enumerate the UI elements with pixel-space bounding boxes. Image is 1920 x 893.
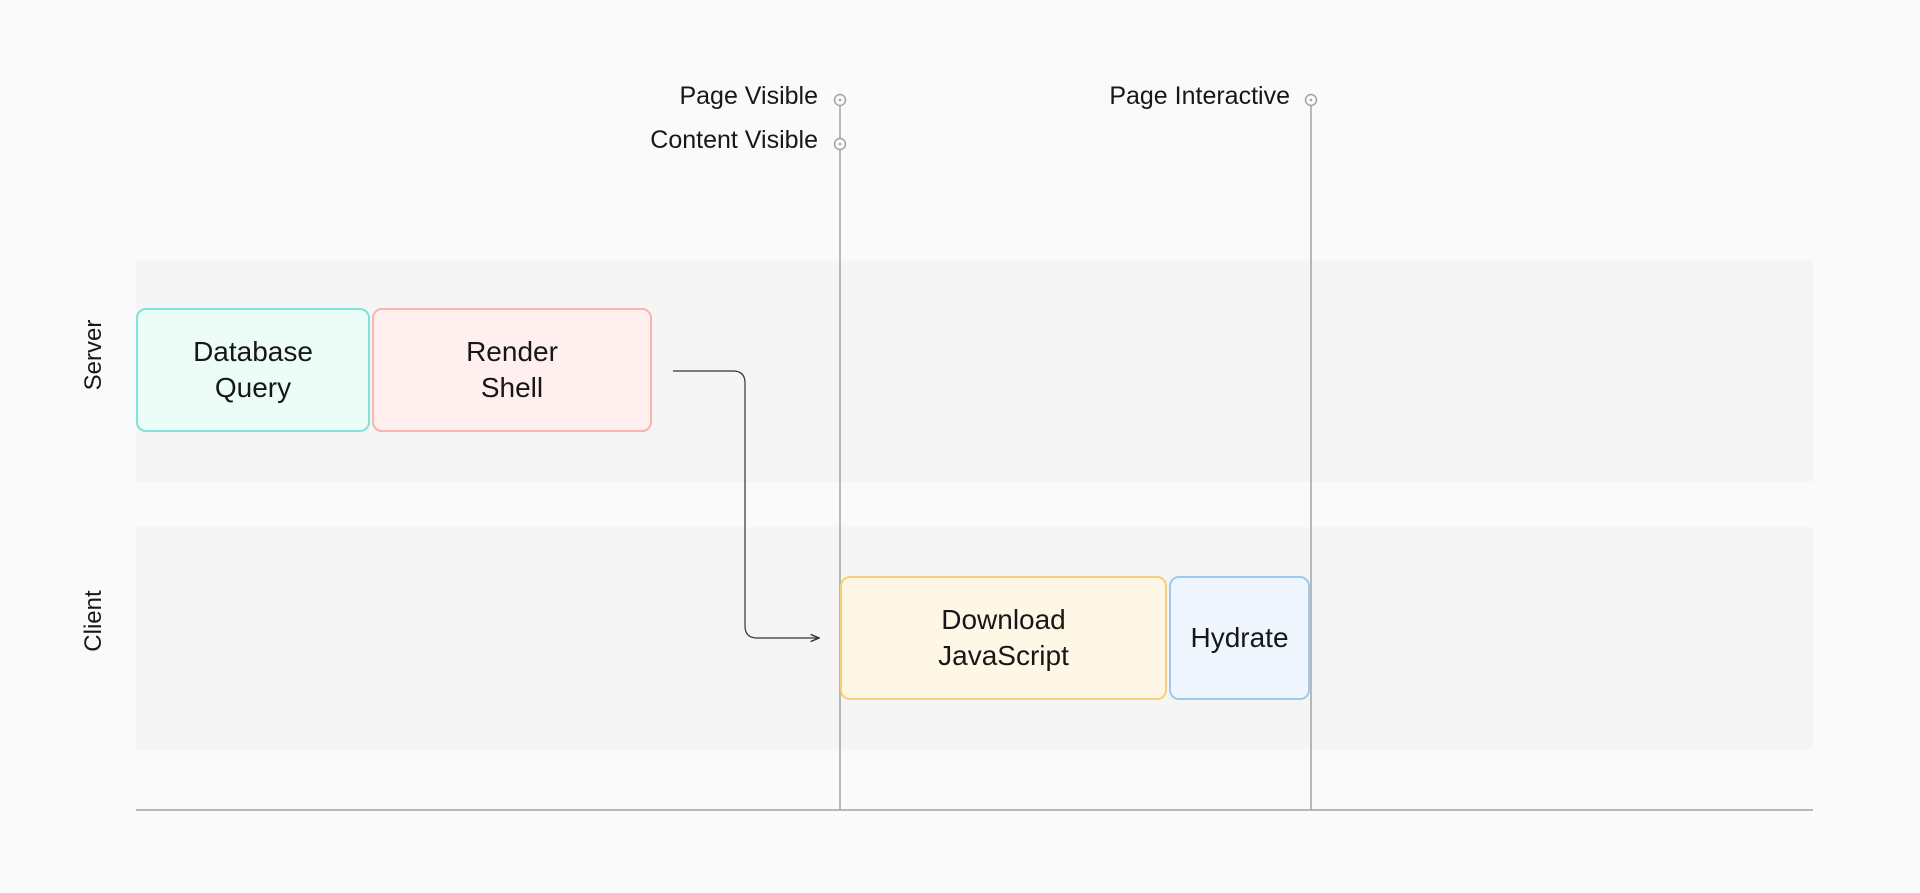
page-visible-marker-icon <box>833 93 847 107</box>
server-lane-label: Server <box>80 319 107 391</box>
database-query-box: Database Query <box>136 308 370 432</box>
client-lane-label: Client <box>80 590 107 652</box>
page-visible-label: Page Visible <box>679 82 818 110</box>
content-visible-marker-icon <box>833 137 847 151</box>
page-interactive-label: Page Interactive <box>1109 82 1290 110</box>
render-shell-box: Render Shell <box>372 308 652 432</box>
page-interactive-marker-icon <box>1304 93 1318 107</box>
content-visible-label: Content Visible <box>650 126 818 154</box>
download-javascript-box: Download JavaScript <box>840 576 1167 700</box>
hydrate-box: Hydrate <box>1169 576 1310 700</box>
